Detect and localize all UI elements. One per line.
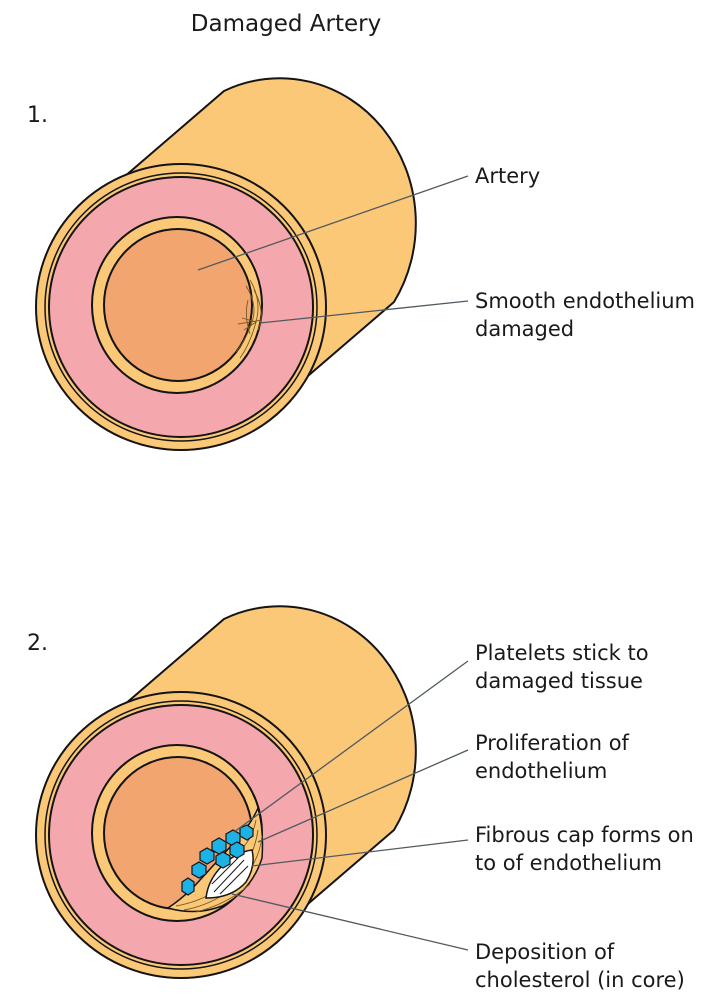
label-cholesterol-line1: Deposition of	[475, 940, 615, 964]
platelet	[211, 837, 227, 855]
label-cholesterol-line2: cholesterol (in core)	[475, 968, 685, 992]
stage-1-number: 1.	[27, 103, 48, 128]
platelets	[181, 824, 254, 896]
label-artery: Artery	[475, 164, 540, 188]
label-fibrous-cap-line2: to of endothelium	[475, 851, 662, 875]
label-smooth-endothelium-line2: damaged	[475, 317, 574, 341]
leader-smooth-endothelium	[259, 300, 469, 324]
artery-2-outer-ring-line	[44, 700, 318, 970]
diagram-title: Damaged Artery	[191, 11, 381, 37]
leader-proliferation	[257, 749, 469, 843]
stage-1: 1. Artery Smooth endothelium damaged	[27, 77, 695, 451]
label-platelets-line2: damaged tissue	[475, 669, 643, 693]
platelet	[181, 877, 195, 896]
label-platelets-line1: Platelets stick to	[475, 641, 649, 665]
leader-artery	[197, 175, 469, 271]
label-fibrous-cap-line1: Fibrous cap forms on	[475, 823, 694, 847]
platelet	[229, 841, 245, 859]
artery-1-outer-ring-line	[44, 172, 318, 442]
label-proliferation-line1: Proliferation of	[475, 731, 630, 755]
stage-2: 2.	[27, 605, 694, 992]
stage-2-number: 2.	[27, 631, 48, 656]
artery-1-damage-fibers	[235, 279, 263, 359]
platelet	[215, 851, 231, 869]
label-proliferation-line2: endothelium	[475, 759, 607, 783]
platelet	[199, 847, 215, 865]
leader-fibrous-cap	[251, 839, 469, 867]
artery-1-lumen	[103, 228, 253, 382]
leader-cholesterol	[231, 893, 469, 951]
leader-platelets	[233, 660, 469, 833]
platelet	[191, 861, 207, 879]
cholesterol-core	[205, 849, 254, 899]
platelet	[239, 824, 254, 841]
label-smooth-endothelium-line1: Smooth endothelium	[475, 289, 695, 313]
